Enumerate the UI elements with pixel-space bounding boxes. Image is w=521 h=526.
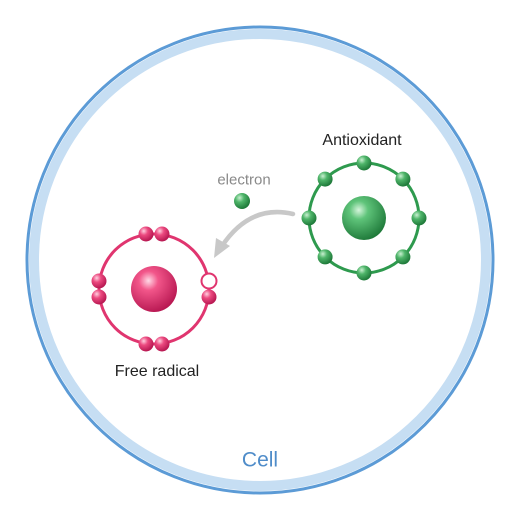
antioxidant-label: Antioxidant bbox=[322, 132, 402, 149]
antioxidant-electron bbox=[317, 249, 333, 265]
electron-label: electron bbox=[217, 171, 271, 189]
electron-vacancy bbox=[200, 272, 218, 290]
cell-membrane bbox=[25, 25, 495, 495]
free-radical-electron bbox=[138, 336, 154, 352]
antioxidant-electron bbox=[317, 171, 333, 187]
antioxidant-electron bbox=[395, 249, 411, 265]
antioxidant-electron bbox=[411, 210, 427, 226]
antioxidant-electron bbox=[301, 210, 317, 226]
free-radical-electron bbox=[91, 289, 107, 305]
antioxidant-electron bbox=[356, 265, 372, 281]
free-radical-electrons bbox=[91, 226, 218, 352]
free-radical-atom bbox=[91, 226, 218, 352]
free-radical-electron bbox=[154, 336, 170, 352]
free-radical-electron bbox=[138, 226, 154, 242]
antioxidant-electron bbox=[395, 171, 411, 187]
free-radical-nucleus bbox=[131, 266, 177, 312]
free-radical-electron bbox=[154, 226, 170, 242]
transfer-arrowhead bbox=[214, 238, 230, 258]
antioxidant-electrons bbox=[301, 155, 427, 281]
antioxidant-atom bbox=[301, 155, 427, 281]
antioxidant-electron bbox=[356, 155, 372, 171]
free-radical-electron bbox=[91, 273, 107, 289]
antioxidant-nucleus bbox=[342, 196, 386, 240]
free-radical-unpaired-electron bbox=[201, 289, 217, 305]
cell-membrane-inner bbox=[29, 29, 491, 491]
cell-label: Cell bbox=[241, 448, 279, 472]
free-radical-label: Free radical bbox=[114, 363, 200, 380]
transfer-arrow bbox=[219, 209, 296, 249]
free-electron bbox=[234, 193, 250, 209]
